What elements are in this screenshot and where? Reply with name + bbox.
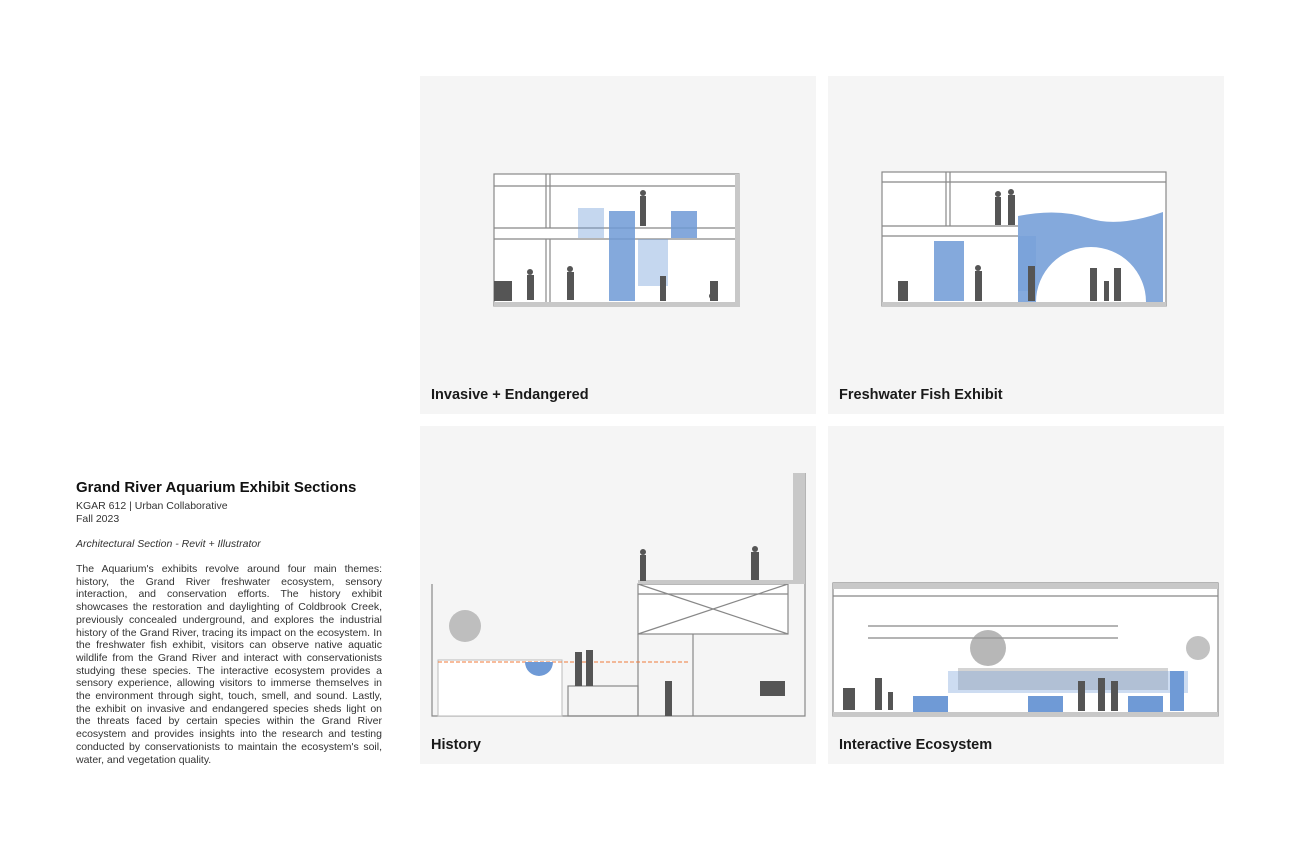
project-title: Grand River Aquarium Exhibit Sections: [76, 479, 357, 496]
people-figures: [843, 678, 1118, 711]
panel-invasive-endangered: Invasive + Endangered: [420, 76, 816, 414]
panel-interactive-ecosystem: Interactive Ecosystem: [828, 426, 1224, 764]
term: Fall 2023: [76, 513, 120, 525]
panel-label: Invasive + Endangered: [431, 387, 589, 403]
section-drawing-history: [431, 473, 806, 717]
course-name: KGAR 612 | Urban Collaborative: [76, 500, 228, 512]
panel-label: Freshwater Fish Exhibit: [839, 387, 1003, 403]
panel-freshwater-fish: Freshwater Fish Exhibit: [828, 76, 1224, 414]
panel-label: History: [431, 737, 481, 753]
section-drawing-invasive: [493, 173, 740, 307]
description: The Aquarium's exhibits revolve around f…: [76, 563, 382, 766]
people-figures: [575, 546, 785, 716]
method: Architectural Section - Revit + Illustra…: [76, 538, 261, 550]
people-figures: [898, 189, 1121, 301]
people-figures: [494, 190, 718, 301]
section-drawing-freshwater: [881, 171, 1167, 307]
panel-label: Interactive Ecosystem: [839, 737, 993, 753]
project-info: Grand River Aquarium Exhibit Sections KG…: [76, 479, 382, 766]
section-drawing-ecosystem: [832, 582, 1219, 717]
panel-history: History: [420, 426, 816, 764]
